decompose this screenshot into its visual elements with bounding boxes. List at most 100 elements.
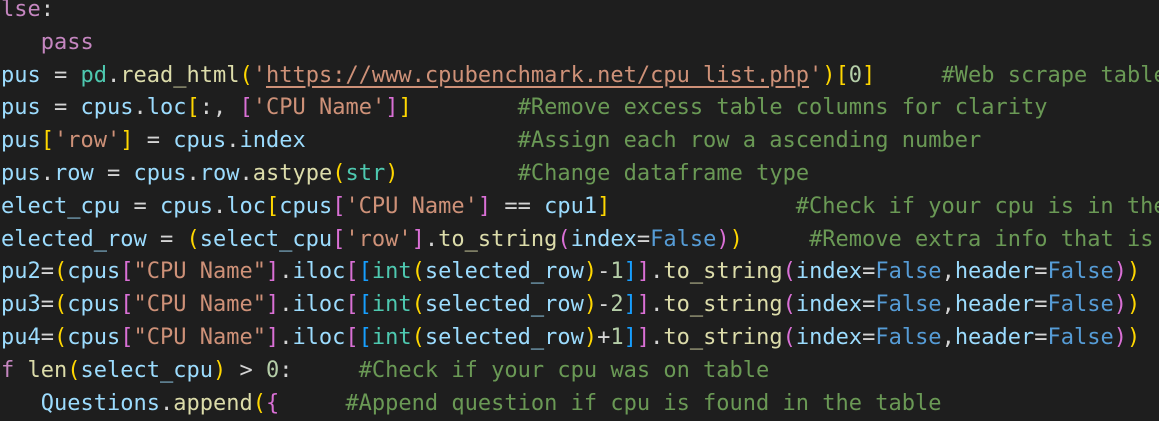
code-token: read_html (120, 62, 240, 88)
code-token: to_string (438, 226, 558, 252)
code-token: ) (583, 292, 598, 318)
code-token: = (40, 62, 81, 88)
code-token: ( (557, 226, 571, 252)
code-token: ] (636, 324, 651, 350)
code-token: = (40, 95, 81, 121)
code-comment: #Web scrape table (941, 62, 1159, 88)
code-token: [ (120, 324, 134, 350)
code-line[interactable]: pu4=(cpus["CPU Name"].iloc[[int(selected… (1, 322, 1159, 355)
code-token: ] (597, 193, 611, 219)
code-token: pu3 (1, 292, 41, 318)
code-line[interactable]: pus['row'] = cpus.index #Assign each row… (1, 125, 1159, 158)
code-token (279, 391, 345, 416)
code-token: [ (358, 259, 372, 285)
code-token: False (875, 324, 942, 350)
code-token: == (491, 193, 545, 219)
code-token: cpus (80, 95, 134, 121)
code-token: = (1034, 292, 1048, 318)
code-token: . (133, 95, 147, 121)
code-token: False (1047, 292, 1114, 318)
code-token: index (795, 292, 863, 318)
code-token: 1 (610, 259, 624, 285)
code-token: ( (54, 324, 68, 350)
code-token: [ (332, 193, 346, 219)
code-token: : (279, 357, 293, 383)
code-token: False (1047, 259, 1114, 285)
code-token: 'row' (54, 128, 121, 154)
code-token: pus (1, 95, 41, 121)
code-line[interactable]: f len(select_cpu) > 0: #Check if your cp… (1, 355, 1159, 388)
code-token: elect_cpu (1, 193, 121, 219)
code-token: 2 (610, 292, 624, 318)
code-token: ) (212, 357, 227, 383)
code-token: 'CPU Name' (345, 193, 478, 219)
code-comment: #Check if your cpu was on table (358, 357, 770, 383)
code-token: , (941, 324, 955, 350)
code-token: [ (265, 193, 280, 219)
code-token: . (159, 390, 174, 416)
code-line[interactable]: elect_cpu = cpus.loc[cpus['CPU Name'] ==… (1, 191, 1159, 224)
code-token: ( (782, 259, 796, 285)
code-token: . (424, 226, 439, 252)
code-token: row (199, 160, 240, 186)
code-token: header (954, 324, 1035, 350)
code-token: . (107, 62, 121, 88)
code-token: cpus (279, 193, 333, 219)
code-token: elected_row (1, 226, 147, 252)
code-token (1, 391, 41, 416)
code-token: header (954, 259, 1035, 285)
code-token: [ (120, 259, 134, 285)
code-token: = (120, 193, 160, 219)
code-token: [ (358, 292, 372, 318)
code-token: cpus (133, 160, 187, 186)
code-line[interactable]: pus = pd.read_html('https://www.cpubench… (1, 60, 1159, 93)
code-token: 'CPU Name' (252, 95, 386, 121)
code-token: ] (265, 259, 280, 285)
code-token: . (650, 292, 664, 318)
code-comment: #Remove extra info that is (809, 226, 1154, 252)
code-token: ] (623, 324, 637, 350)
code-token: False (875, 292, 942, 318)
code-token: ) (1127, 259, 1141, 285)
code-token: pus (1, 128, 41, 154)
code-token: int (371, 292, 412, 318)
code-token: ) (583, 324, 598, 350)
code-token: ) (1113, 292, 1128, 318)
code-token: ( (411, 292, 425, 318)
code-token: int (371, 324, 412, 350)
code-token: index (570, 226, 637, 252)
code-token: [ (332, 226, 346, 252)
code-line[interactable]: lse: (1, 0, 1159, 27)
code-token: ( (54, 292, 68, 318)
code-token: Questions (40, 390, 160, 416)
code-token: cpus (67, 292, 121, 318)
code-line[interactable]: pass (1, 27, 1159, 60)
code-token: iloc (292, 292, 346, 318)
url-link[interactable]: https://www.cpubenchmark.net/cpu_list.ph… (265, 62, 810, 88)
code-token: False (1047, 324, 1114, 350)
code-token: pu4 (1, 324, 41, 350)
code-token: loc (226, 193, 266, 219)
code-token: pus (1, 160, 41, 186)
code-token: False (650, 226, 717, 252)
code-token: ) (385, 160, 399, 186)
code-token: . (186, 160, 200, 186)
code-line[interactable]: Questions.append({ #Append question if c… (1, 388, 1159, 421)
code-token (306, 128, 518, 153)
code-token: ] (477, 193, 492, 219)
code-token: [ (120, 292, 134, 318)
code-token: ( (239, 62, 253, 88)
code-line[interactable]: elected_row = (select_cpu['row'].to_stri… (1, 224, 1159, 257)
code-token: = (40, 324, 54, 350)
code-token: ) (1127, 292, 1141, 318)
code-line[interactable]: pus = cpus.loc[:, ['CPU Name']] #Remove … (1, 92, 1159, 125)
code-line[interactable]: pu2=(cpus["CPU Name"].iloc[[int(selected… (1, 256, 1159, 289)
code-token: ( (411, 324, 425, 350)
code-token: ( (252, 390, 266, 416)
code-token: astype (252, 160, 333, 186)
code-line[interactable]: pu3=(cpus["CPU Name"].iloc[[int(selected… (1, 289, 1159, 322)
code-token: append (173, 390, 253, 416)
code-line[interactable]: pus.row = cpus.row.astype(str) #Change d… (1, 158, 1159, 191)
code-token: ( (67, 357, 81, 383)
